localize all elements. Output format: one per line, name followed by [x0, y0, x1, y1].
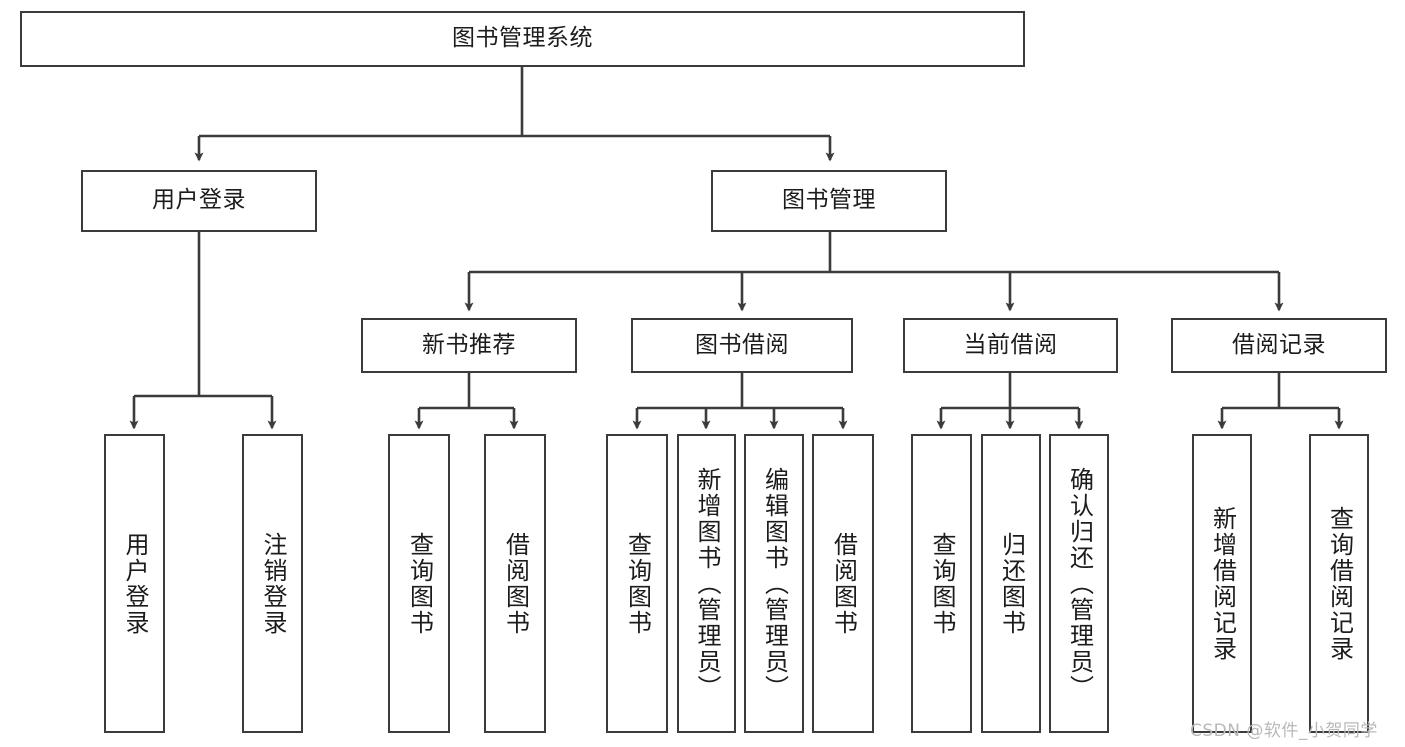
leaf-add-record[interactable]: 新增借阅记录	[1192, 434, 1252, 733]
leaf-query-book-3-label: 查询图书	[927, 531, 956, 636]
leaf-query-book-1-label: 查询图书	[405, 531, 434, 636]
node-current-borrow-label: 当前借阅	[963, 331, 1058, 358]
leaf-user-login-label: 用户登录	[120, 531, 149, 636]
leaf-borrow-book-2[interactable]: 借阅图书	[812, 434, 874, 733]
node-root-label: 图书管理系统	[452, 25, 593, 52]
leaf-edit-book-label: 编辑图书（管理员）	[760, 466, 789, 701]
csdn-watermark: CSDN @软件_小贺同学	[1190, 721, 1378, 741]
leaf-user-login[interactable]: 用户登录	[104, 434, 165, 733]
node-book-borrow-label: 图书借阅	[695, 331, 789, 358]
leaf-add-book-label: 新增图书（管理员）	[692, 466, 721, 701]
node-book-management-label: 图书管理	[782, 187, 876, 214]
leaf-query-record[interactable]: 查询借阅记录	[1309, 434, 1369, 733]
leaf-logout[interactable]: 注销登录	[242, 434, 303, 733]
leaf-borrow-book-1-label: 借阅图书	[501, 531, 530, 636]
leaf-confirm-return[interactable]: 确认归还（管理员）	[1049, 434, 1109, 733]
leaf-edit-book[interactable]: 编辑图书（管理员）	[744, 434, 804, 733]
leaf-query-book-1[interactable]: 查询图书	[388, 434, 450, 733]
leaf-borrow-book-2-label: 借阅图书	[829, 531, 858, 636]
leaf-add-book[interactable]: 新增图书（管理员）	[677, 434, 736, 733]
leaf-confirm-return-label: 确认归还（管理员）	[1065, 466, 1094, 701]
leaf-borrow-book-1[interactable]: 借阅图书	[484, 434, 546, 733]
leaf-query-book-2-label: 查询图书	[623, 531, 652, 636]
leaf-return-book[interactable]: 归还图书	[981, 434, 1041, 733]
node-book-management[interactable]: 图书管理	[711, 170, 947, 232]
leaf-add-record-label: 新增借阅记录	[1208, 505, 1237, 662]
node-current-borrow[interactable]: 当前借阅	[903, 318, 1118, 373]
node-borrow-record-label: 借阅记录	[1232, 331, 1326, 358]
leaf-logout-label: 注销登录	[258, 531, 287, 636]
node-book-borrow[interactable]: 图书借阅	[631, 318, 853, 373]
leaf-query-book-3[interactable]: 查询图书	[911, 434, 972, 733]
node-new-book-recommend[interactable]: 新书推荐	[361, 318, 577, 373]
node-user-login[interactable]: 用户登录	[81, 170, 317, 232]
leaf-query-record-label: 查询借阅记录	[1325, 505, 1354, 662]
node-borrow-record[interactable]: 借阅记录	[1171, 318, 1387, 373]
leaf-query-book-2[interactable]: 查询图书	[606, 434, 668, 733]
node-new-book-recommend-label: 新书推荐	[422, 331, 516, 358]
node-user-login-label: 用户登录	[152, 187, 246, 214]
node-root[interactable]: 图书管理系统	[20, 11, 1025, 67]
leaf-return-book-label: 归还图书	[997, 531, 1026, 636]
